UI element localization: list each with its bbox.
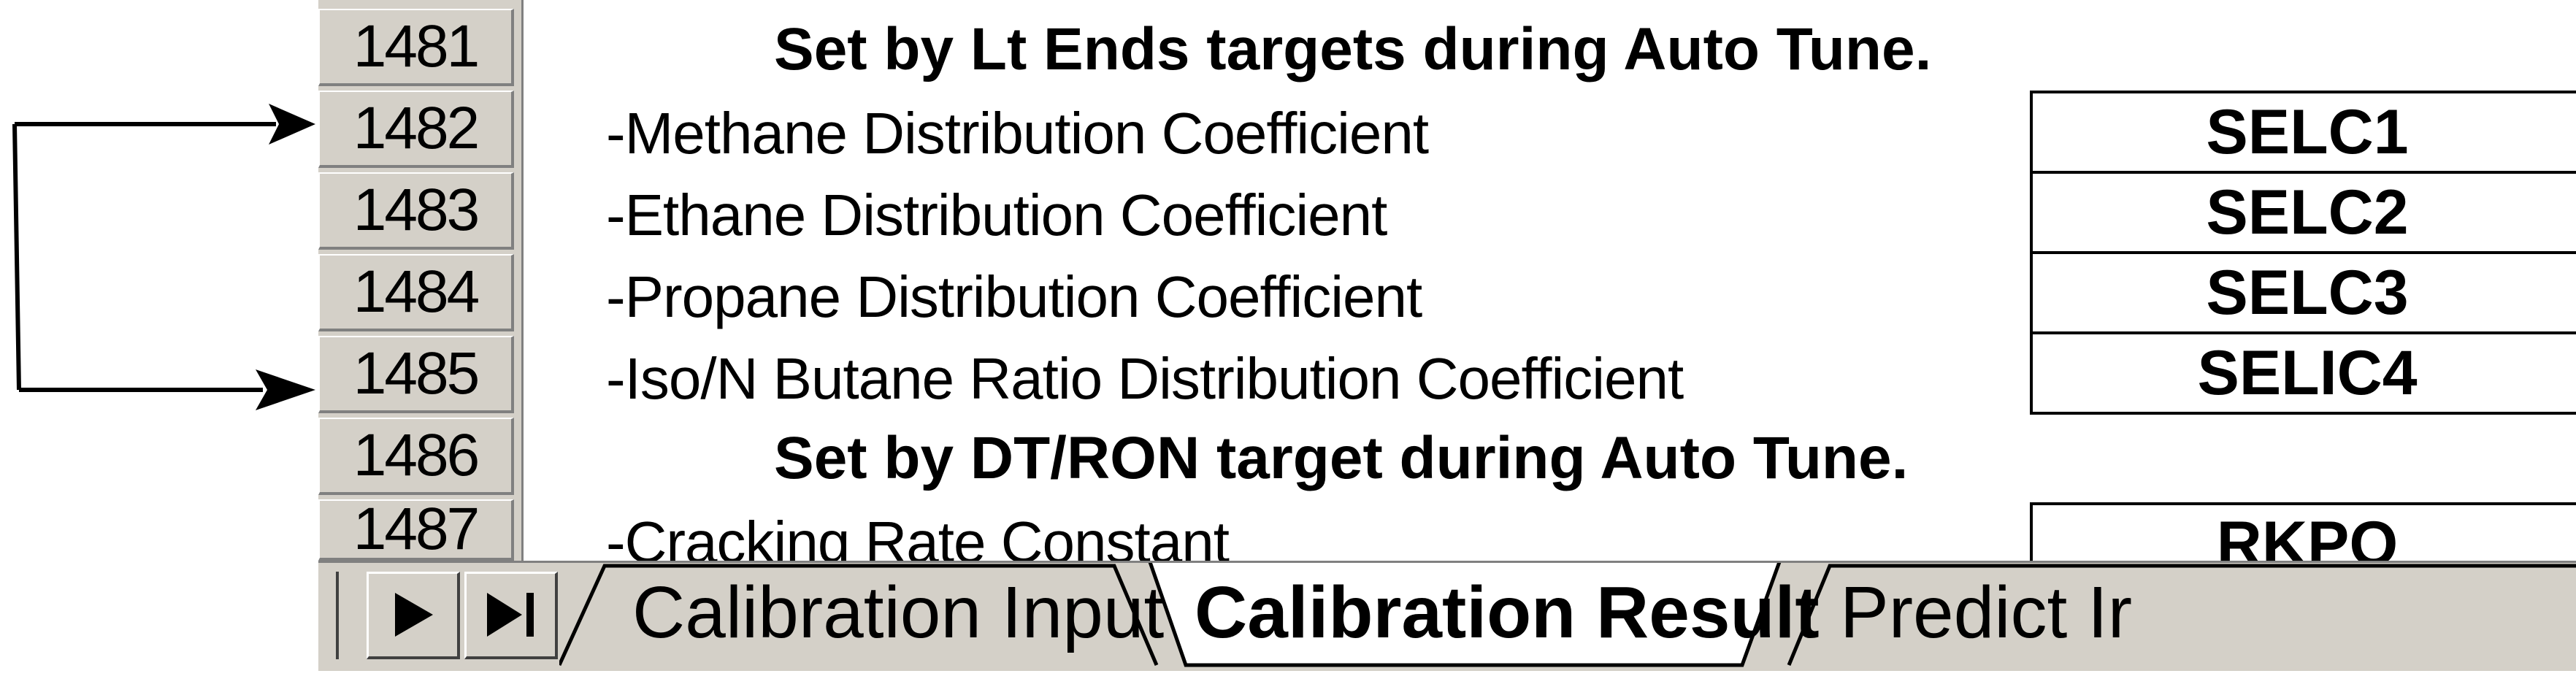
last-sheet-button[interactable] (464, 572, 558, 659)
row-header-1483[interactable]: 1483 (318, 172, 514, 250)
first-sheet-button-edge[interactable] (318, 572, 339, 659)
param-code-selc3[interactable]: SELC3 (2030, 251, 2576, 334)
param-label-butane-ratio[interactable]: -Iso/N Butane Ratio Distribution Coeffic… (606, 346, 1684, 411)
param-label-methane[interactable]: -Methane Distribution Coefficient (606, 101, 1429, 166)
next-sheet-button[interactable] (367, 572, 460, 659)
param-label-ethane[interactable]: -Ethane Distribution Coefficient (606, 183, 1387, 247)
tab-calibration-input[interactable]: Calibration Input (632, 572, 1165, 653)
sheet-tab-bar: Calibration Input Calibration Result Pre… (318, 561, 2576, 671)
row-header-1484[interactable]: 1484 (318, 254, 514, 331)
param-code-selc1[interactable]: SELC1 (2030, 91, 2576, 174)
param-label-propane[interactable]: -Propane Distribution Coefficient (606, 264, 1422, 329)
section-heading-dt-ron[interactable]: Set by DT/RON target during Auto Tune. (774, 425, 1909, 491)
section-heading-lt-ends[interactable]: Set by Lt Ends targets during Auto Tune. (774, 16, 1932, 82)
row-header-1482[interactable]: 1482 (318, 91, 514, 168)
param-code-selic4[interactable]: SELIC4 (2030, 331, 2576, 415)
tab-calibration-result[interactable]: Calibration Result (1195, 572, 1820, 653)
param-code-selc2[interactable]: SELC2 (2030, 171, 2576, 254)
sheet-tabs: Calibration Input Calibration Result Pre… (559, 563, 2576, 671)
row-header-1486[interactable]: 1486 (318, 418, 514, 495)
play-triangle-icon (395, 593, 433, 637)
tab-predict-input[interactable]: Predict Ir (1840, 572, 2133, 653)
tab-outlines (559, 563, 2576, 667)
row-header-1481[interactable]: 1481 (318, 9, 514, 86)
row-header-1487[interactable]: 1487 (318, 499, 514, 561)
skip-to-end-icon (487, 593, 534, 637)
bracket-arrow-icon (12, 104, 315, 410)
row-header-1485[interactable]: 1485 (318, 336, 514, 413)
